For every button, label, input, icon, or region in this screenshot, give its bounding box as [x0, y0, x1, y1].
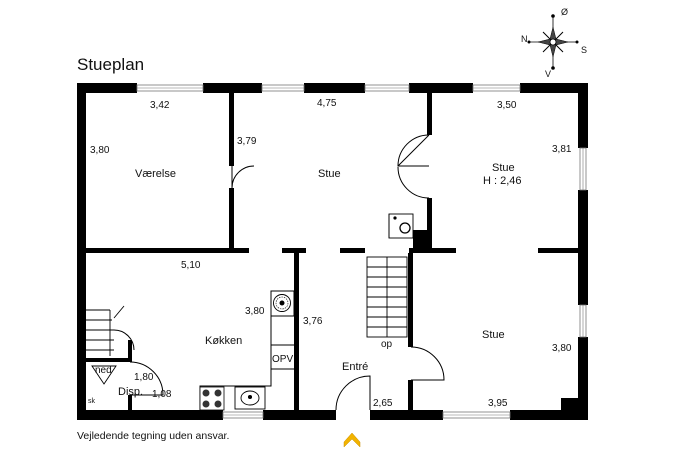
- dimension-label: 3,76: [303, 316, 323, 327]
- room-label-stue-bottom: Stue: [482, 329, 505, 341]
- room-label-vaerelse: Værelse: [135, 168, 176, 180]
- dimension-label: 3,80: [90, 145, 110, 156]
- dimension-label: 3,80: [552, 343, 572, 354]
- sink-icon: [234, 386, 266, 410]
- room-height-label: H : 2,46: [483, 175, 522, 187]
- dimension-label: 5,10: [181, 260, 201, 271]
- room-label-stue-top: Stue: [318, 168, 341, 180]
- room-label-disp: Disp.: [118, 386, 143, 398]
- plan-title: Stueplan: [77, 55, 145, 74]
- wood-stove-icon: [388, 213, 414, 239]
- fan-icon: [273, 294, 291, 312]
- doors: [113, 134, 445, 411]
- compass-north-label: N: [521, 34, 528, 44]
- compass-east-label: Ø: [561, 7, 568, 17]
- compass-rose-icon: [527, 14, 579, 70]
- room-label-koekken: Køkken: [205, 335, 242, 347]
- dimension-label: 3,81: [552, 144, 572, 155]
- label-sk: sk: [88, 398, 96, 405]
- window-panes: [137, 87, 584, 416]
- label-ned: ned: [95, 365, 112, 376]
- down-arrow-icon: [91, 365, 117, 385]
- dimension-label: 1,08: [152, 389, 172, 400]
- compass-south-label: S: [581, 45, 587, 55]
- disclaimer-text: Vejledende tegning uden ansvar.: [77, 430, 230, 442]
- room-label-entre: Entré: [342, 361, 368, 373]
- label-opv: OPV: [272, 354, 293, 365]
- dimension-label: 4,75: [317, 98, 337, 109]
- dimension-label: 1,80: [134, 372, 154, 383]
- outer-walls: [77, 83, 588, 420]
- dimension-label: 3,80: [245, 306, 265, 317]
- dimension-label: 3,50: [497, 100, 517, 111]
- stove-top-icon: [199, 386, 225, 411]
- room-label-stue-right: Stue: [492, 162, 515, 174]
- dimension-label: 3,79: [237, 136, 257, 147]
- interior-walls: [86, 93, 578, 410]
- compass-west-label: V: [545, 69, 551, 79]
- dimension-label: 3,95: [488, 398, 508, 409]
- stairs-down: [86, 305, 125, 356]
- stairs-up: [366, 256, 408, 338]
- entrance-arrow-icon: [343, 432, 361, 448]
- label-op: op: [381, 339, 393, 350]
- dimension-label: 3,42: [150, 100, 170, 111]
- dimension-label: 2,65: [373, 398, 393, 409]
